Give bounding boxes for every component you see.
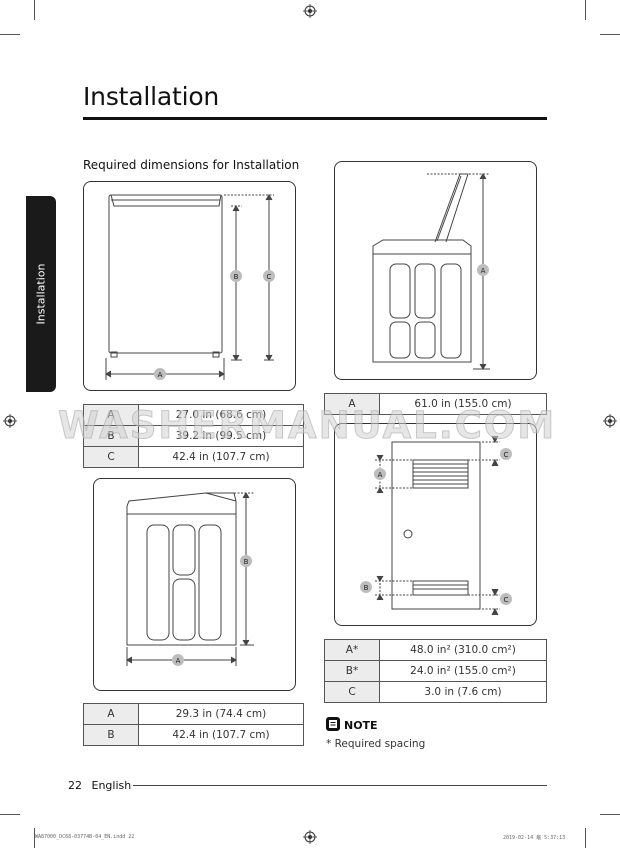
note-icon [326, 717, 340, 731]
label-a: A [176, 657, 181, 665]
dim-value: 29.3 in (74.4 cm) [138, 703, 304, 725]
label-b: B [364, 584, 369, 592]
label-c: C [504, 451, 509, 459]
crop-mark [34, 0, 35, 20]
label-a: A [158, 371, 163, 379]
page-number: 22 [68, 779, 82, 792]
crop-mark [0, 34, 20, 35]
table-row: B*24.0 in² (155.0 cm²) [324, 660, 547, 682]
table-row: A*48.0 in² (310.0 cm²) [324, 639, 547, 661]
label-b: B [244, 558, 249, 566]
dim-value: 48.0 in² (310.0 cm²) [379, 639, 547, 661]
label-a: A [481, 267, 486, 275]
closet-door-illustration: A B C C [360, 435, 512, 616]
dim-key: C [324, 681, 380, 703]
side-view-diagram: B A [93, 478, 296, 691]
side-tab: Installation [26, 196, 56, 392]
dim-key: B* [324, 660, 380, 682]
page-language: English [91, 779, 132, 792]
note-text: * Required spacing [326, 738, 426, 750]
washer-side-illustration: B A [126, 492, 254, 666]
crop-mark [600, 34, 620, 35]
print-slug: WA87000_DC68-03774B-04_EN.indd 22 [35, 834, 135, 840]
dim-key: A [83, 703, 139, 725]
washer-front-illustration: B C A [105, 194, 275, 380]
dim-value: 39.2 in (99.5 cm) [138, 425, 304, 447]
crop-mark [585, 0, 586, 20]
label-b-marker [230, 270, 242, 282]
registration-mark-icon [303, 830, 317, 844]
dim-key: B [83, 724, 139, 746]
dim-value: 42.4 in (107.7 cm) [138, 724, 304, 746]
label-c: C [504, 596, 509, 604]
door-clearance-table: A*48.0 in² (310.0 cm²) B*24.0 in² (155.0… [324, 639, 547, 703]
label-a: A [378, 471, 383, 479]
dim-value: 42.4 in (107.7 cm) [138, 446, 304, 468]
registration-mark-icon [603, 414, 617, 428]
side-tab-label: Installation [34, 263, 48, 325]
section-heading: Required dimensions for Installation [83, 158, 300, 172]
closet-door-diagram: A B C C [334, 423, 537, 626]
label-b: B [234, 273, 239, 281]
title-rule [83, 117, 547, 120]
dim-value: 24.0 in² (155.0 cm²) [379, 660, 547, 682]
footer-rule [133, 785, 547, 786]
registration-mark-icon [3, 414, 17, 428]
washer-open-lid-illustration: A [372, 173, 490, 370]
crop-mark [34, 828, 35, 848]
dim-key: A [83, 404, 139, 426]
front-view-diagram: B C A [83, 181, 296, 391]
crop-mark [585, 828, 586, 848]
page-title: Installation [83, 82, 220, 111]
dim-value: 61.0 in (155.0 cm) [379, 393, 547, 415]
watermark: WASHERMANUAL.COM [57, 404, 557, 448]
registration-mark-icon [303, 4, 317, 18]
open-lid-diagram: A [334, 161, 537, 380]
crop-mark [0, 814, 20, 815]
note-heading: NOTE [344, 719, 378, 732]
dim-key: C [83, 446, 139, 468]
page-footer: 22 English [68, 779, 131, 792]
dim-value: 3.0 in (7.6 cm) [379, 681, 547, 703]
print-timestamp: 2019-02-14 龜 5:37:13 [503, 835, 566, 841]
dim-key: A* [324, 639, 380, 661]
label-c: C [267, 273, 272, 281]
crop-mark [600, 814, 620, 815]
